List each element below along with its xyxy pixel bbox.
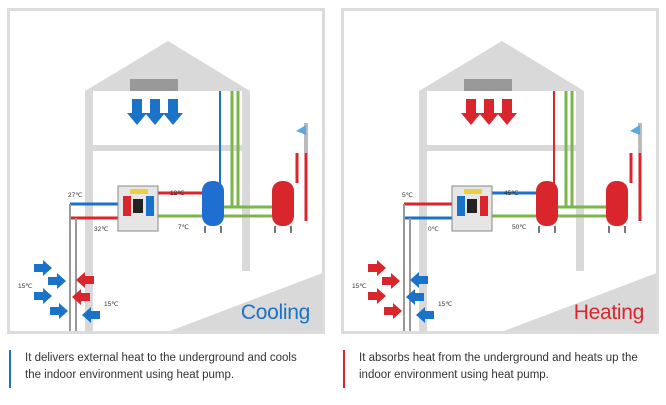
temp-label: 45℃ xyxy=(504,190,519,197)
heating-description: It absorbs heat from the underground and… xyxy=(343,350,643,388)
ceiling-unit xyxy=(130,79,178,91)
temp-label: 0℃ xyxy=(428,226,440,233)
temp-label: 15℃ xyxy=(104,301,119,308)
ground-slope xyxy=(170,273,322,331)
temp-label: 12℃ xyxy=(170,190,185,197)
house-wall-left xyxy=(419,91,427,331)
mode-title: Cooling xyxy=(240,301,310,324)
red-tank-1 xyxy=(536,181,558,226)
heat-air-arrows xyxy=(461,99,517,125)
description-text: It delivers external heat to the undergr… xyxy=(25,352,297,381)
floor-1 xyxy=(85,145,250,151)
temp-label: 15℃ xyxy=(438,301,453,308)
temp-label: 15℃ xyxy=(352,283,367,290)
temp-label: 7℃ xyxy=(178,224,190,231)
floor-1 xyxy=(419,145,584,151)
heating-diagram: 5℃ 45℃ 0℃ 50℃ 15℃ 15℃ xyxy=(352,41,656,331)
accent-bar xyxy=(343,350,345,388)
cooling-description: It delivers external heat to the undergr… xyxy=(9,350,309,388)
temp-label: 27℃ xyxy=(68,192,83,199)
ground-arrows-red xyxy=(368,260,402,319)
heating-panel: 5℃ 45℃ 0℃ 50℃ 15℃ 15℃ Heating xyxy=(341,8,659,334)
ground-arrows-red xyxy=(72,272,94,305)
temp-label: 15℃ xyxy=(18,283,33,290)
red-tank-2 xyxy=(606,181,628,226)
temp-label: 32℃ xyxy=(94,226,109,233)
ceiling-unit xyxy=(464,79,512,91)
blue-tank xyxy=(202,181,224,226)
house-wall-right xyxy=(576,91,584,271)
shower-head xyxy=(296,125,306,135)
temp-label: 50℃ xyxy=(512,224,527,231)
description-text: It absorbs heat from the underground and… xyxy=(359,352,638,381)
cooling-diagram: 27℃ 12℃ 32℃ 7℃ 15℃ 15℃ xyxy=(18,41,322,331)
mode-title: Heating xyxy=(573,301,645,324)
red-tank xyxy=(272,181,294,226)
cool-air-arrows xyxy=(127,99,183,125)
ground-arrows-blue xyxy=(34,260,100,323)
roof xyxy=(419,41,584,91)
ground-arrows-blue xyxy=(406,272,434,323)
house-wall-right xyxy=(242,91,250,271)
shower-head xyxy=(630,125,640,135)
shower-pipe xyxy=(638,123,642,153)
ground-slope xyxy=(504,273,656,331)
shower-pipe xyxy=(304,123,308,153)
house-wall-left xyxy=(85,91,93,331)
accent-bar xyxy=(9,350,11,388)
roof xyxy=(85,41,250,91)
cooling-panel: 27℃ 12℃ 32℃ 7℃ 15℃ 15℃ Cooling xyxy=(7,8,325,334)
temp-label: 5℃ xyxy=(402,192,414,199)
